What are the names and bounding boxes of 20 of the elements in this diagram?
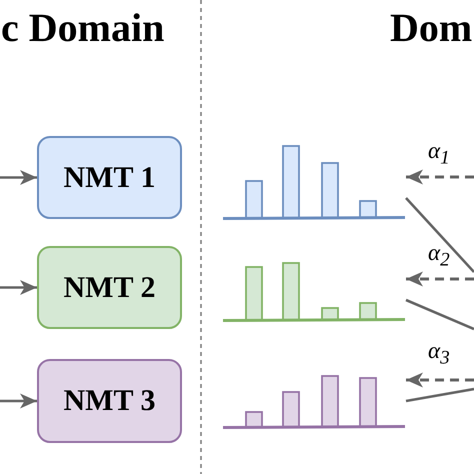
model-box: NMT 3 bbox=[37, 359, 182, 443]
edge-label: α$_{3}$ bbox=[428, 340, 450, 370]
dashed-arrow bbox=[406, 372, 474, 388]
bar-chart bbox=[222, 144, 406, 221]
panel-title: c Domain bbox=[1, 7, 164, 49]
bar-chart bbox=[222, 374, 406, 430]
model-box: NMT 2 bbox=[37, 246, 182, 329]
arrow bbox=[0, 280, 37, 295]
bar-chart bbox=[222, 261, 406, 323]
arrow bbox=[0, 394, 37, 408]
connector-line bbox=[406, 298, 474, 330]
connector-line bbox=[405, 197, 474, 273]
panel-title: Dom bbox=[390, 7, 472, 49]
dashed-arrow bbox=[406, 272, 474, 286]
dashed-arrow bbox=[406, 170, 474, 184]
edge-label: α$_{1}$ bbox=[428, 140, 450, 170]
model-box: NMT 1 bbox=[37, 136, 182, 219]
connector-line bbox=[406, 388, 474, 402]
edge-label: α$_{2}$ bbox=[428, 242, 450, 272]
arrow bbox=[0, 170, 37, 185]
